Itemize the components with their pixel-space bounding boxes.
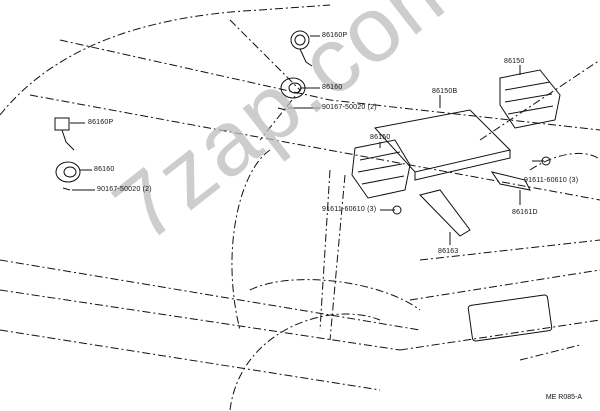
label-left-bracket: 86163	[438, 248, 459, 255]
label-upper-connector: 86160P	[322, 32, 348, 39]
label-amp-bracket: 86150B	[432, 88, 458, 95]
door-line-2	[329, 174, 346, 341]
label-right-nut: 91611-60610 (3)	[524, 177, 579, 184]
rear-shelf-line	[59, 39, 600, 131]
label-left-screw: 90167-50020 (2)	[97, 186, 152, 193]
label-right-bracket: 86161D	[512, 209, 538, 216]
side-line-2	[0, 289, 401, 351]
drawing-code: ME R085-A	[545, 394, 582, 401]
left-connector-shape	[54, 117, 70, 131]
label-upper-screw: 90167-50020 (2)	[322, 104, 377, 111]
label-left-speaker: 86160	[94, 166, 115, 173]
label-left-connector: 86160P	[88, 119, 114, 126]
label-upper-speaker: 86160	[322, 84, 343, 91]
left-screw-shape	[62, 187, 71, 191]
left-amp-shape	[351, 139, 411, 199]
left-bracket-shape	[419, 189, 471, 237]
wheel-arch	[229, 313, 381, 411]
label-left-amp: 86150	[370, 134, 391, 141]
upper-connector-wire	[299, 48, 313, 67]
upper-screw-shape	[277, 107, 287, 111]
roof-line	[0, 4, 331, 116]
trunk-line-2	[409, 269, 600, 301]
wheel-arch-top	[249, 279, 421, 311]
left-speaker-shape	[55, 161, 81, 183]
bumper-line	[399, 319, 600, 351]
bottom-line	[519, 344, 581, 361]
label-left-nut: 91611-60610 (3)	[322, 206, 377, 213]
right-amp-shape	[499, 69, 561, 129]
label-right-amp: 86150	[504, 58, 525, 65]
belt-line-upper	[29, 94, 600, 201]
trunk-line-1	[419, 239, 600, 261]
license-plate-recess	[467, 294, 553, 342]
door-line-1	[319, 169, 331, 331]
door-edge	[231, 149, 271, 331]
side-line-3	[0, 329, 381, 391]
right-bracket-shape	[490, 171, 531, 191]
side-line-1	[0, 259, 421, 331]
trunk-curve	[529, 152, 600, 171]
